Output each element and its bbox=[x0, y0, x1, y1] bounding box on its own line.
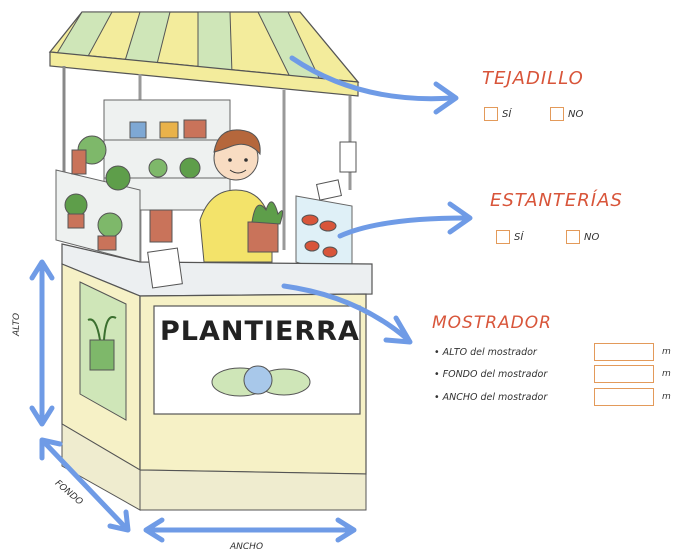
right-shelf bbox=[295, 141, 357, 281]
fondo-field-label: • FONDO del mostrador bbox=[434, 368, 548, 380]
tejadillo-yes-checkbox[interactable] bbox=[484, 107, 498, 121]
tejadillo-yes-option[interactable]: SÍ bbox=[484, 107, 511, 121]
alto-unit: m bbox=[662, 347, 671, 357]
mostrador-alto-row: • ALTO del mostrador m bbox=[434, 342, 671, 362]
ancho-unit: m bbox=[662, 392, 671, 402]
ancho-dimension-label: ANCHO bbox=[230, 542, 264, 552]
fondo-input[interactable] bbox=[594, 365, 654, 383]
tejadillo-no-checkbox[interactable] bbox=[550, 107, 564, 121]
mostrador-ancho-row: • ANCHO del mostrador m bbox=[434, 387, 671, 407]
tejadillo-no-label: NO bbox=[568, 108, 584, 120]
alto-input[interactable] bbox=[594, 343, 654, 361]
awning bbox=[48, 11, 360, 97]
estanterias-yes-checkbox[interactable] bbox=[496, 230, 510, 244]
vendor-person bbox=[199, 129, 284, 263]
sign-brand: PLANTIERRA bbox=[160, 316, 360, 347]
alto-field-label: • ALTO del mostrador bbox=[434, 346, 537, 358]
ancho-field-label: • ANCHO del mostrador bbox=[434, 391, 548, 403]
left-plant-shelf bbox=[55, 135, 141, 263]
estanterias-no-checkbox[interactable] bbox=[566, 230, 580, 244]
counter bbox=[61, 243, 373, 511]
estanterias-no-option[interactable]: NO bbox=[566, 230, 599, 244]
fondo-unit: m bbox=[662, 369, 671, 379]
estanterias-no-label: NO bbox=[584, 231, 600, 243]
mostrador-title: MOSTRADOR bbox=[432, 313, 552, 333]
tejadillo-yes-label: SÍ bbox=[502, 108, 512, 120]
ancho-input[interactable] bbox=[594, 388, 654, 406]
arrows bbox=[29, 55, 473, 543]
tejadillo-title: TEJADILLO bbox=[482, 68, 584, 89]
alto-dimension-label: ALTO bbox=[12, 312, 22, 336]
estanterias-yes-option[interactable]: SÍ bbox=[496, 230, 523, 244]
estanterias-title: ESTANTERÍAS bbox=[490, 190, 623, 211]
tejadillo-no-option[interactable]: NO bbox=[550, 107, 583, 121]
mostrador-fondo-row: • FONDO del mostrador m bbox=[434, 364, 671, 384]
estanterias-yes-label: SÍ bbox=[514, 231, 524, 243]
